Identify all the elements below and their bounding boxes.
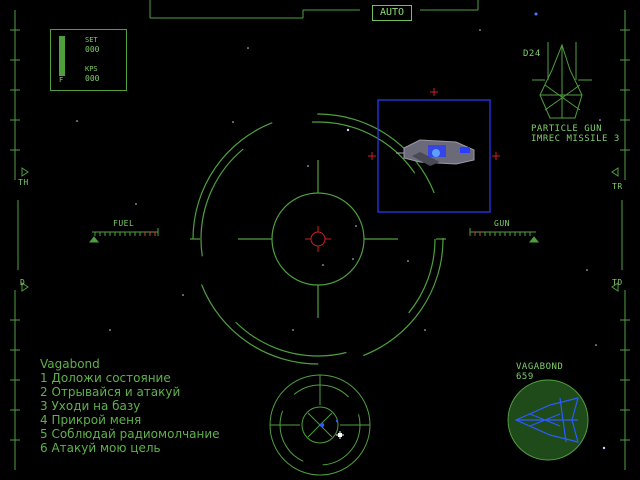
comm-menu-item[interactable]: 3 Уходи на базу bbox=[40, 399, 141, 413]
targeting-reticle bbox=[190, 113, 446, 365]
target-designation: D24 bbox=[523, 49, 541, 59]
gun-bar bbox=[469, 228, 540, 243]
kps-value: 000 bbox=[85, 74, 100, 83]
speed-panel: F SET 000 KPS 000 bbox=[50, 29, 127, 91]
starfield bbox=[76, 12, 606, 450]
right-td-mark: TD bbox=[612, 278, 623, 287]
center-pip bbox=[305, 226, 331, 252]
weapon-primary: PARTICLE GUN bbox=[531, 124, 603, 134]
left-scale bbox=[10, 10, 29, 470]
comm-menu-item[interactable]: 5 Соблюдай радиомолчание bbox=[40, 427, 220, 441]
set-speed-value: 000 bbox=[85, 45, 100, 54]
comm-menu: Vagabond 1 Доложи состояние 2 Отрывайся … bbox=[40, 357, 220, 455]
wingman-value: 659 bbox=[516, 372, 534, 382]
comm-menu-item[interactable]: 2 Отрывайся и атакуй bbox=[40, 385, 181, 399]
throttle-mark: TH bbox=[18, 178, 29, 187]
fuel-mark: F bbox=[59, 76, 64, 84]
target-wireframe bbox=[532, 42, 592, 119]
right-scale bbox=[611, 10, 630, 470]
right-tr-mark: TR bbox=[612, 182, 623, 191]
comm-menu-title: Vagabond bbox=[40, 357, 100, 371]
gun-bar-label: GUN bbox=[494, 219, 510, 228]
fuel-bar bbox=[88, 228, 159, 243]
kps-label: KPS bbox=[85, 65, 98, 73]
enemy-fighter bbox=[396, 139, 475, 166]
comm-menu-item[interactable]: 1 Доложи состояние bbox=[40, 371, 171, 385]
fuel-level-gauge bbox=[59, 36, 65, 76]
comm-menu-item[interactable]: 4 Прикрой меня bbox=[40, 413, 142, 427]
wingman-name: VAGABOND bbox=[516, 362, 564, 372]
fuel-bar-label: FUEL bbox=[113, 219, 135, 228]
wingman-view bbox=[507, 379, 589, 461]
autopilot-indicator: AUTO bbox=[372, 5, 412, 21]
weapon-secondary: IMREC MISSILE 3 bbox=[531, 134, 620, 144]
set-speed-label: SET bbox=[85, 36, 98, 44]
target-lock-box bbox=[368, 88, 500, 213]
radar-contacts bbox=[319, 419, 344, 439]
top-frame bbox=[149, 0, 479, 19]
left-d-mark: D bbox=[20, 278, 26, 287]
comm-menu-item[interactable]: 6 Атакуй мою цель bbox=[40, 441, 161, 455]
